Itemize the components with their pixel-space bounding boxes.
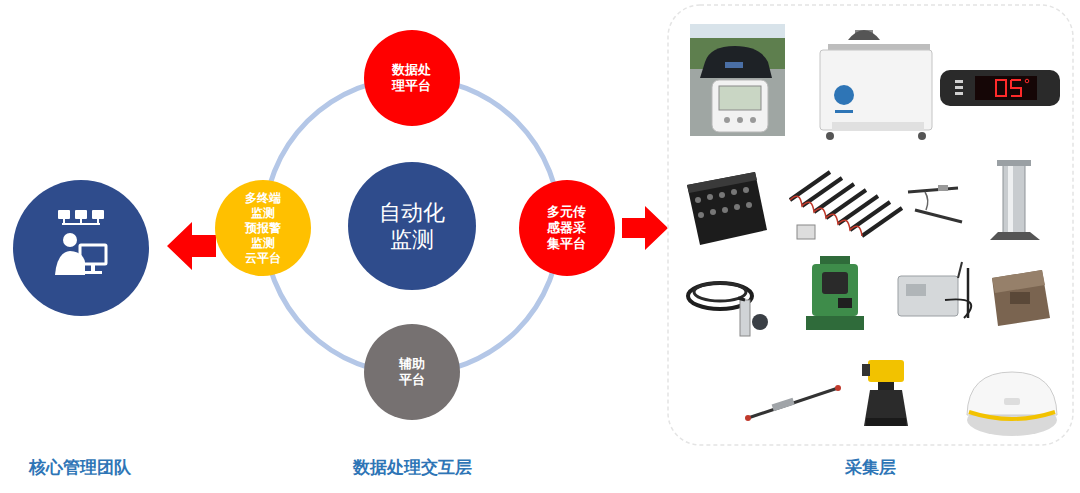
total-station bbox=[806, 256, 864, 330]
platform-circle: 辅助 平台 bbox=[364, 324, 460, 420]
layer-label: 核心管理团队 bbox=[29, 456, 131, 479]
node-label: 多元传 感器采 集平台 bbox=[546, 204, 589, 253]
circle-shape bbox=[348, 162, 476, 290]
platform-circle: 多元传 感器采 集平台 bbox=[519, 180, 615, 276]
platform-circle: 数据处 理平台 bbox=[364, 30, 460, 126]
gnss-receiver bbox=[967, 372, 1057, 436]
weather-station-box bbox=[820, 30, 932, 140]
right-arrow bbox=[622, 206, 668, 250]
layer-label: 采集层 bbox=[845, 456, 896, 479]
node-label: 数据处 理平台 bbox=[391, 62, 434, 95]
node-label: 多终端 监测 预报警 监测 云平台 bbox=[243, 191, 283, 266]
team-circle bbox=[13, 180, 149, 316]
left-arrow bbox=[167, 222, 216, 270]
layer-label: 数据处理交互层 bbox=[353, 456, 472, 479]
strain-gauges bbox=[908, 185, 962, 222]
node-label: 自动化 监测 bbox=[375, 199, 450, 254]
inclinometer-box bbox=[992, 270, 1050, 326]
pressure-sensor bbox=[688, 283, 768, 336]
road-sensor-photo bbox=[690, 24, 785, 136]
steel-column bbox=[990, 160, 1040, 240]
core-circle: 自动化 监测 bbox=[348, 162, 476, 290]
heating-cables bbox=[790, 172, 902, 239]
node-label: 辅助 平台 bbox=[396, 356, 427, 389]
platform-circle: 多终端 监测 预报警 监测 云平台 bbox=[215, 180, 311, 276]
data-logger bbox=[687, 172, 767, 245]
level-instrument bbox=[862, 360, 908, 426]
device-panel bbox=[668, 5, 1073, 445]
temperature-display bbox=[940, 70, 1060, 106]
displacement-rod bbox=[745, 385, 841, 421]
team-icon bbox=[55, 210, 106, 275]
wireless-node bbox=[898, 262, 971, 318]
